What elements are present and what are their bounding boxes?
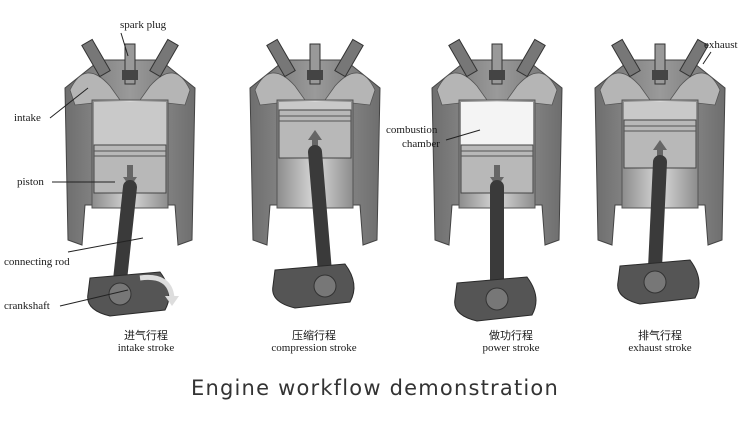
leader-spark-plug (120, 32, 129, 57)
spark-plug-nut (652, 70, 668, 80)
spark-plug (654, 43, 666, 85)
crank-pin (485, 287, 509, 311)
up-arrow-icon (653, 140, 667, 162)
spark-plug (491, 43, 503, 85)
exhaust-valve (679, 38, 709, 78)
intake-port (69, 72, 121, 106)
intake-valve (611, 38, 641, 78)
exhaust-valve (334, 38, 364, 78)
engine-power (431, 38, 563, 322)
intake-valve (448, 38, 478, 78)
intake-port (436, 72, 488, 106)
exhaust-valve (149, 38, 179, 78)
exhaust-port (669, 72, 721, 106)
exhaust-port (324, 72, 376, 106)
label-intake: intake (14, 112, 41, 124)
stroke-2-cn: 压缩行程 (292, 329, 336, 342)
combustion-chamber (461, 102, 533, 145)
spark-plug (309, 43, 321, 85)
label-connecting-rod: connecting rod (4, 256, 70, 268)
engine-compression (249, 38, 381, 309)
crankshaft (272, 263, 355, 309)
up-arrow-icon (308, 130, 322, 152)
crank-pin (643, 270, 667, 294)
engine-intake (64, 38, 196, 317)
label-chamber: chamber (402, 138, 440, 150)
exhaust-port (506, 72, 558, 106)
combustion-chamber (624, 102, 696, 120)
combustion-chamber (94, 102, 166, 145)
engine-diagram: spark plug intake piston connecting rod … (4, 19, 738, 354)
spark-plug-nut (307, 70, 323, 80)
connecting-rod (648, 155, 667, 275)
stroke-3-en: power stroke (482, 342, 540, 354)
label-piston: piston (17, 176, 44, 188)
stroke-4-en: exhaust stroke (628, 342, 692, 354)
figure-caption: Engine workflow demonstration (191, 376, 559, 400)
stroke-1-en: intake stroke (117, 342, 175, 354)
spark-plug-nut (122, 70, 138, 80)
stroke-4-cn: 排气行程 (638, 329, 682, 342)
stroke-3-cn: 做功行程 (489, 329, 533, 342)
exhaust-valve (516, 38, 546, 78)
connecting-rod (308, 145, 332, 279)
label-exhaust: exhaust (704, 39, 738, 51)
label-crankshaft: crankshaft (4, 300, 50, 312)
combustion-chamber (279, 102, 351, 110)
exhaust-port (139, 72, 191, 106)
rotation-arrowhead-icon (165, 296, 179, 306)
leader-connecting-rod (67, 237, 144, 253)
intake-port (254, 72, 306, 106)
intake-port (599, 72, 651, 106)
spark-plug-nut (489, 70, 505, 80)
rotation-arrow-icon (139, 274, 175, 299)
leader-exhaust (702, 51, 712, 65)
leader-combustion-chamber (445, 129, 481, 141)
label-combustion: combustion (386, 124, 438, 136)
stroke-1-cn: 进气行程 (124, 329, 168, 342)
intake-valve (81, 38, 111, 78)
label-spark-plug: spark plug (120, 19, 167, 31)
engine-exhaust (594, 38, 726, 305)
intake-valve (266, 38, 296, 78)
leader-crankshaft (59, 289, 129, 307)
leader-intake (49, 87, 89, 119)
crank-pin (313, 274, 337, 298)
engine-strokes-illustration (49, 32, 726, 322)
spark-plug (124, 43, 136, 85)
stroke-2-en: compression stroke (271, 342, 357, 354)
connecting-rod (113, 180, 137, 287)
